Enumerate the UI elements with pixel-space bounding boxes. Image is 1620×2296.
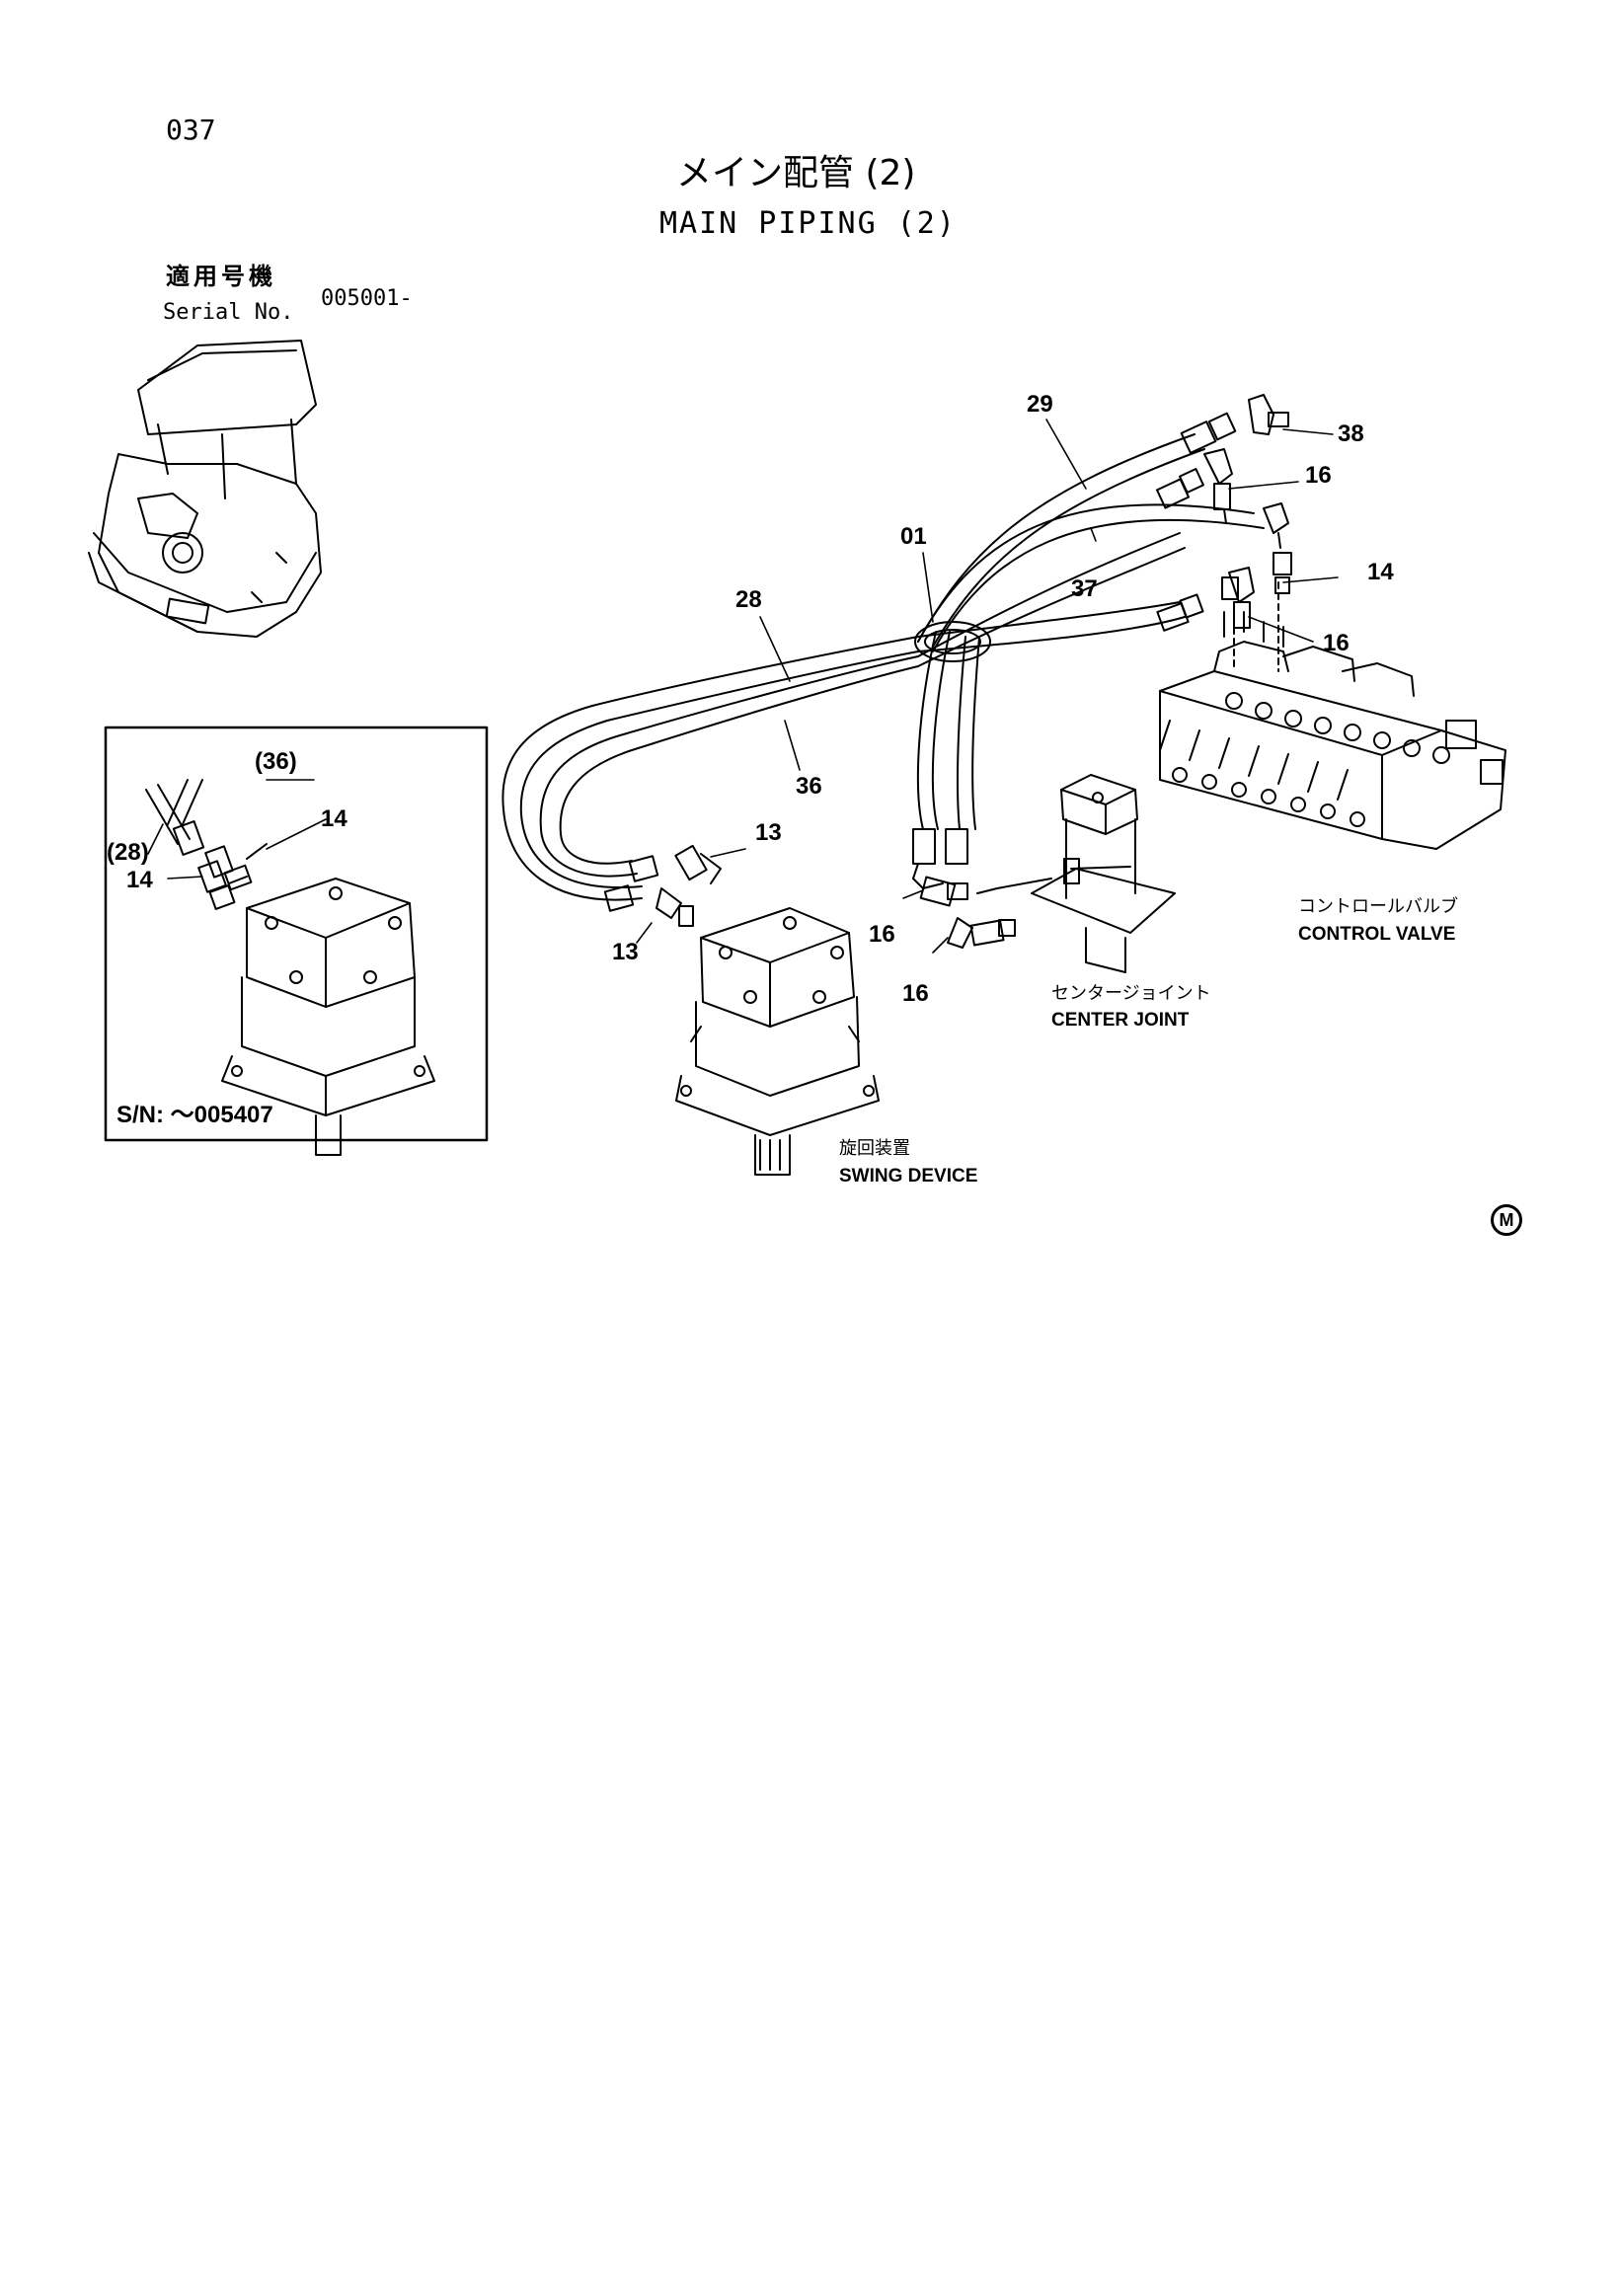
excavator-thumbnail-icon — [88, 340, 322, 638]
callout-13-upper: 13 — [755, 819, 782, 846]
hose-assembly — [501, 433, 1265, 901]
center-joint-icon — [976, 774, 1176, 973]
serial-label-jp: 適用号機 — [166, 263, 276, 290]
callout-36: 36 — [796, 773, 822, 800]
control-valve-label-en: CONTROL VALVE — [1298, 924, 1456, 945]
control-valve-label-jp: コントロールバルブ — [1298, 896, 1458, 917]
leader-lines — [147, 419, 1339, 954]
center-joint-label-jp: センタージョイント — [1051, 983, 1211, 1004]
swing-device-icon — [603, 844, 880, 1176]
center-fittings-icon — [912, 828, 1016, 949]
callout-13-lower: 13 — [612, 939, 639, 965]
inset-caption: S/N: ～005407 — [116, 1102, 273, 1128]
callout-16-mid: 16 — [1323, 630, 1350, 656]
inset-frame — [104, 726, 489, 1142]
serial-label-en: Serial No. — [163, 300, 294, 325]
callout-16-bottom: 16 — [902, 980, 929, 1007]
callout-38: 38 — [1338, 421, 1364, 447]
inset-callout-14-upper: 14 — [321, 805, 347, 832]
swing-device-label-jp: 旋回装置 — [839, 1138, 910, 1159]
center-joint-label-en: CENTER JOINT — [1051, 1010, 1190, 1031]
serial-value: 005001- — [321, 286, 413, 311]
control-valve-icon — [1159, 581, 1506, 850]
callout-29: 29 — [1027, 391, 1053, 418]
title-english: MAIN PIPING (2) — [659, 206, 957, 241]
page-number: 037 — [166, 114, 216, 146]
callout-28: 28 — [735, 586, 762, 613]
upper-fittings-icon — [1155, 394, 1292, 632]
swing-device-label-en: SWING DEVICE — [839, 1166, 978, 1186]
callout-37: 37 — [1071, 575, 1098, 602]
title-japanese: メイン配管 (2) — [676, 153, 916, 193]
inset-swing-motor-icon — [145, 779, 435, 1156]
callout-16-top: 16 — [1305, 462, 1332, 489]
manufacturer-mark-icon: M — [1491, 1204, 1522, 1236]
inset-callout-14-lower: 14 — [126, 867, 153, 893]
inset-callout-36: (36) — [255, 748, 297, 775]
inset-callout-28: (28) — [107, 839, 149, 866]
callout-16-left: 16 — [869, 921, 895, 948]
callout-14: 14 — [1367, 559, 1394, 585]
callout-01: 01 — [900, 523, 927, 550]
